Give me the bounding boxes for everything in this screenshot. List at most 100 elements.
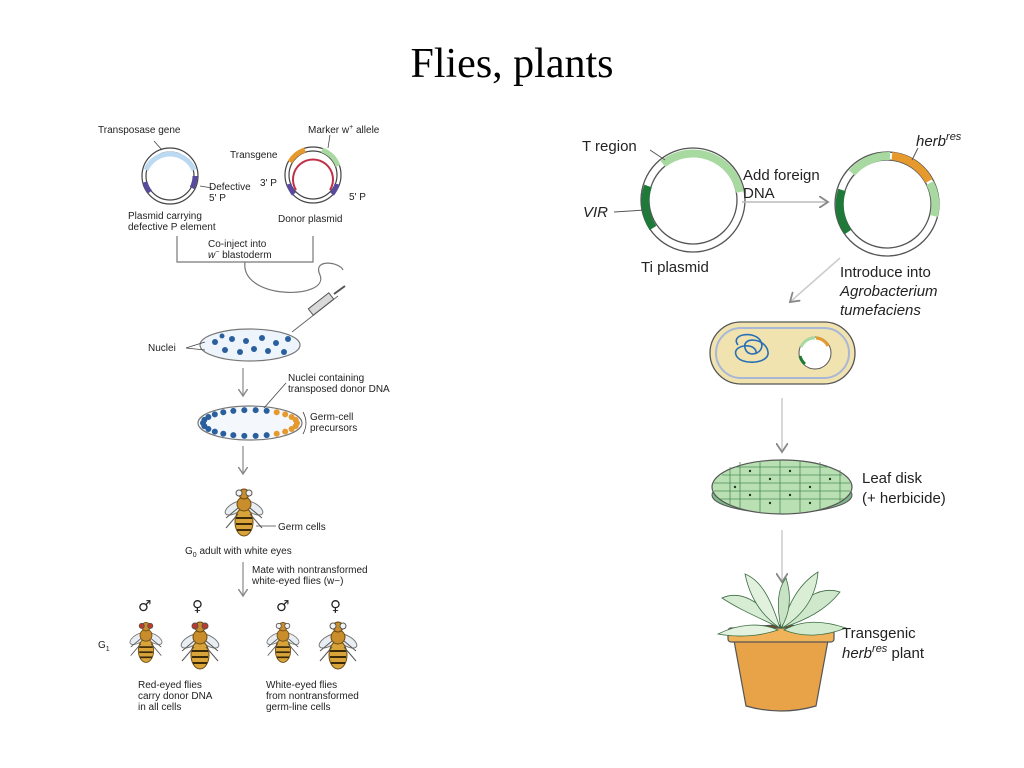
add-foreign-label-2: DNA — [743, 185, 775, 202]
transgenic-plant-icon — [716, 571, 848, 712]
introduce-label-1: Introduce into — [840, 264, 931, 281]
fly-part — [147, 622, 154, 629]
fly-part — [319, 640, 333, 652]
injection-tubing — [244, 261, 344, 293]
plasmid-carrying-label-2: defective P element — [128, 222, 216, 233]
female-symbol-2: ♀ — [330, 597, 341, 615]
nucleus-dot — [241, 407, 248, 414]
white-eyed-female-fly-icon — [318, 621, 358, 670]
male-symbol-2: ♂ — [276, 597, 289, 615]
fly-part — [284, 622, 291, 629]
nucleus-dot — [230, 407, 237, 414]
plants-panel: T region VIR Ti plasmid Add foreign DNA … — [582, 131, 962, 712]
g1-label: G1 — [98, 640, 110, 653]
agrobacterium-cell — [709, 321, 856, 385]
g0-label: G0 adult with white eyes — [185, 546, 292, 559]
fly-part — [130, 638, 142, 648]
nucleus-dot — [263, 407, 270, 414]
fly-part — [343, 646, 357, 662]
nucleus-dot — [230, 432, 237, 439]
fly-part — [329, 622, 337, 630]
fly-part — [150, 638, 162, 648]
nucleus-dot — [282, 428, 289, 435]
fly-part — [181, 646, 195, 662]
plasmid-carrying-label-1: Plasmid carrying — [128, 211, 202, 222]
slide-title: Flies, plants — [410, 41, 614, 87]
fly-part — [234, 507, 254, 537]
nucleus-dot — [211, 428, 218, 435]
leaf-disk-label-2: (+ herbicide) — [862, 490, 946, 507]
ti-plasmid-label: Ti plasmid — [641, 259, 709, 276]
white-eyed-label-2: from nontransformed — [266, 691, 359, 702]
red-eyed-label-1: Red-eyed flies — [138, 680, 202, 691]
nucleus-dot — [220, 430, 227, 437]
nucleus-dot — [263, 432, 270, 439]
nucleus-dot — [205, 413, 212, 420]
introduce-label-2: Agrobacterium — [839, 283, 938, 300]
nucleus-dot — [282, 411, 289, 418]
fly-part — [225, 513, 239, 529]
white-eyed-label-3: germ-line cells — [266, 702, 330, 713]
add-foreign-label-1: Add foreign — [743, 167, 820, 184]
donor-plasmid-label: Donor plasmid — [278, 214, 342, 225]
fly-part — [275, 622, 282, 629]
five-p-label: 5' P — [349, 192, 366, 203]
transgene-label: Transgene — [230, 150, 278, 161]
mate-label-2: white-eyed flies (w−) — [251, 576, 343, 587]
fly-part — [150, 643, 162, 656]
coinject-label-2: w− blastoderm — [208, 249, 272, 261]
nucleus-dot — [211, 411, 218, 418]
fly-part — [245, 489, 253, 497]
nucleus-dot — [252, 407, 259, 414]
fly-part — [191, 622, 199, 630]
defective-label: Defective — [209, 182, 251, 193]
nucleus-dot — [241, 432, 248, 439]
fly-part — [339, 622, 347, 630]
five-p-right-label: 5' P — [209, 193, 226, 204]
fly-part — [267, 643, 279, 656]
transposase-plasmid — [141, 140, 213, 205]
ti-plasmid — [640, 147, 746, 253]
germ-cell-label-1: Germ-cell — [310, 412, 353, 423]
nuclei-containing-label-1: Nuclei containing — [288, 373, 364, 384]
coinject-label-1: Co-inject into — [208, 239, 267, 250]
nuclei-containing-label-2: transposed donor DNA — [288, 384, 390, 395]
fly-part — [190, 640, 210, 670]
nuclei-label: Nuclei — [148, 343, 176, 354]
leaf-disk-label-1: Leaf disk — [862, 470, 923, 487]
female-symbol-1: ♀ — [192, 597, 203, 615]
mate-label-1: Mate with nontransformed — [252, 565, 368, 576]
leaf-disk — [711, 459, 853, 515]
transposase-gene-label: Transposase gene — [98, 125, 181, 136]
vir-label: VIR — [583, 204, 608, 221]
fly-part — [319, 646, 333, 662]
fly-part — [343, 640, 357, 652]
flies-panel: Transposase gene Defective 5' P Plasmid … — [98, 124, 390, 713]
embryo-nuclei — [199, 328, 301, 362]
donor-plasmid — [284, 134, 342, 204]
red-eyed-label-3: in all cells — [138, 702, 181, 713]
fly-part — [235, 489, 243, 497]
fly-part — [225, 507, 239, 519]
fly-part — [137, 638, 155, 663]
fly-part — [274, 638, 292, 663]
recombinant-plasmid — [834, 151, 940, 257]
fly-part — [201, 622, 209, 630]
nucleus-dot — [273, 409, 280, 416]
three-p-label: 3' P — [260, 178, 277, 189]
fly-part — [138, 622, 145, 629]
fly-part — [287, 643, 299, 656]
male-symbol-1: ♂ — [138, 597, 151, 615]
white-eyed-male-fly-icon — [266, 622, 300, 663]
germ-cell-label-2: precursors — [310, 423, 357, 434]
red-eyed-male-fly-icon — [129, 622, 163, 663]
white-eyed-label-1: White-eyed flies — [266, 680, 337, 691]
nucleus-dot — [288, 426, 295, 433]
nucleus-dot — [220, 409, 227, 416]
red-eyed-label-2: carry donor DNA — [138, 691, 213, 702]
embryo-peripheral-nuclei — [197, 405, 303, 441]
fly-part — [267, 638, 279, 648]
nucleus-dot — [273, 430, 280, 437]
nucleus-dot — [252, 432, 259, 439]
